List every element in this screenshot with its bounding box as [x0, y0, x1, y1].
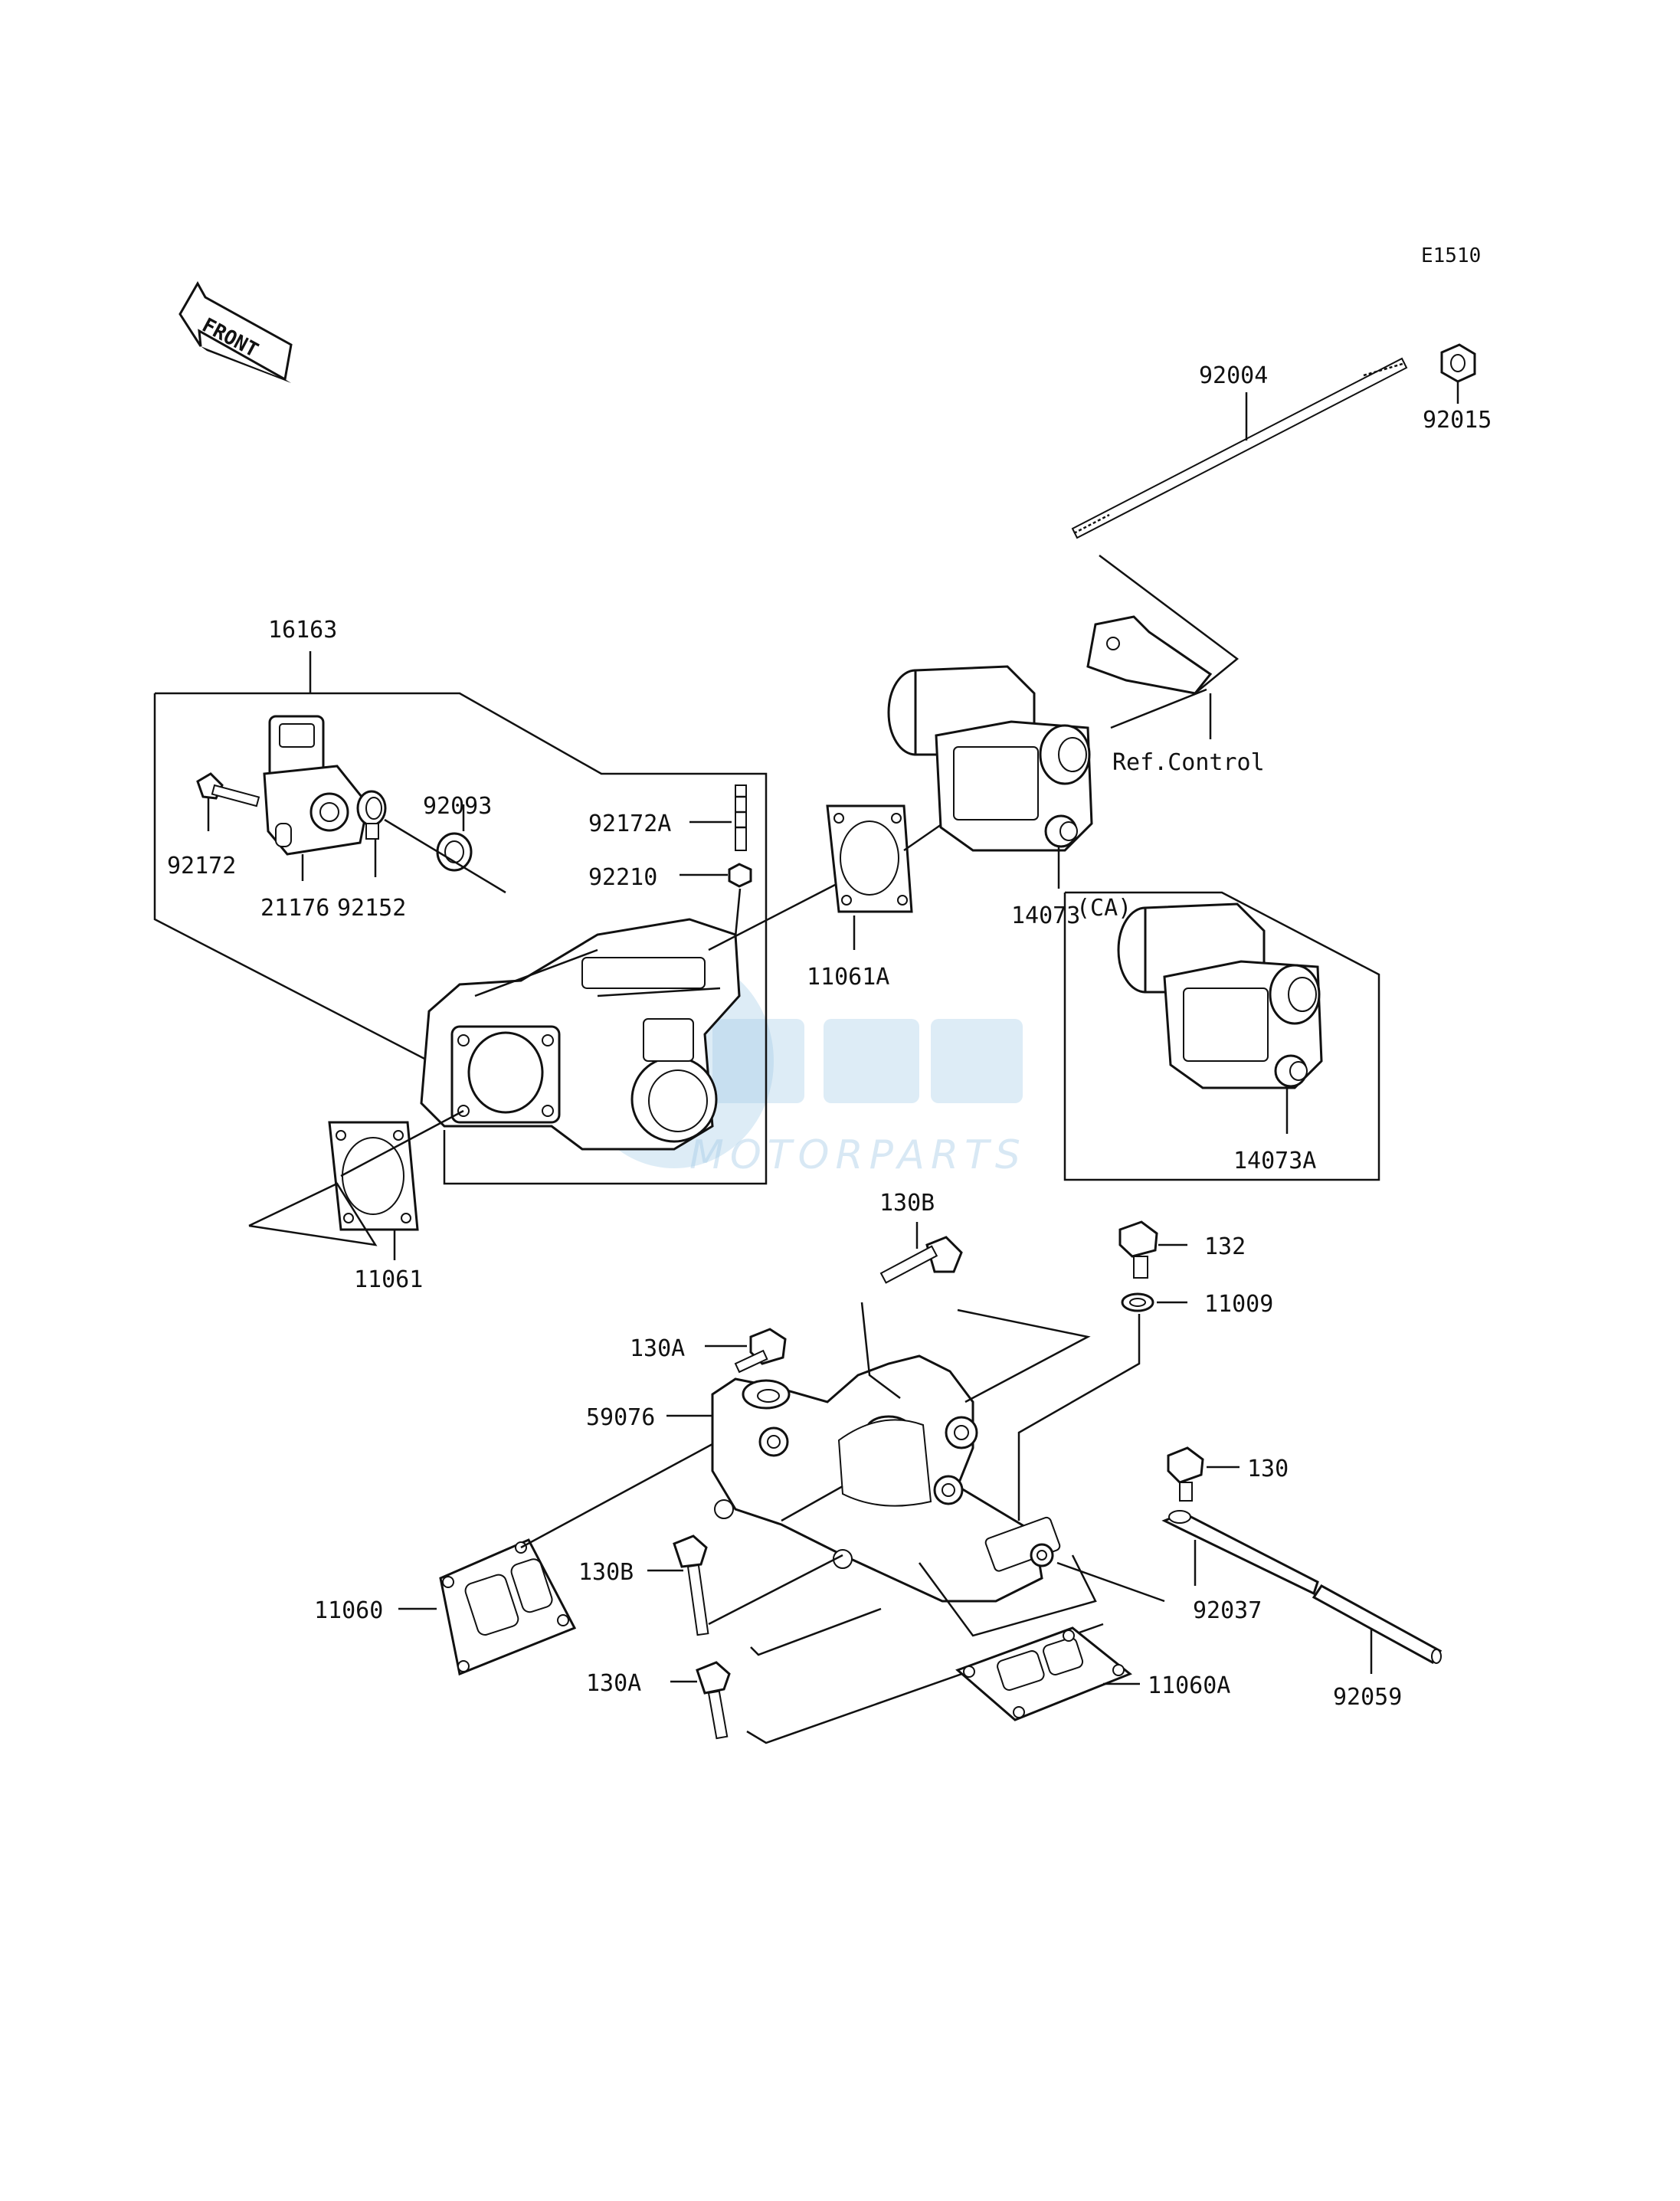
leader-manifold-v2	[957, 1308, 1091, 1403]
label-11060A[interactable]: 11060A	[1148, 1672, 1230, 1699]
label-11061A[interactable]: 11061A	[807, 964, 889, 991]
label-92093[interactable]: 92093	[423, 793, 492, 820]
label-92172A[interactable]: 92172A	[588, 811, 671, 837]
label-130[interactable]: 130	[1247, 1456, 1289, 1482]
leader-manifold-right	[1056, 1561, 1165, 1603]
label-11061[interactable]: 11061	[354, 1266, 423, 1293]
leader-axis-130B-low-2	[750, 1607, 882, 1656]
diagram-code: E1510	[1421, 244, 1481, 267]
leader-ref-bracket	[1110, 688, 1207, 729]
intake-joint-14073A[interactable]	[1117, 902, 1323, 1089]
label-130B-low[interactable]: 130B	[578, 1559, 634, 1586]
oring-92093[interactable]	[436, 832, 473, 872]
throttle-sensor-21176[interactable]	[263, 715, 369, 856]
pipe-92059[interactable]	[1312, 1584, 1443, 1664]
leader-axis-gasket	[340, 1109, 464, 1177]
front-arrow-icon: FRONT	[178, 280, 293, 383]
label-92172[interactable]: 92172	[167, 853, 236, 879]
label-130A-low[interactable]: 130A	[586, 1670, 641, 1697]
gasket-11061A[interactable]	[826, 804, 913, 913]
stud-bolt-92004[interactable]	[1071, 357, 1408, 539]
bolt-130B-low[interactable]	[673, 1534, 709, 1636]
gasket-11060A[interactable]	[955, 1626, 1132, 1721]
bolt-130A-low[interactable]	[696, 1661, 731, 1740]
screw-92172A[interactable]	[735, 784, 747, 851]
ref-control-label[interactable]: Ref.Control	[1112, 749, 1265, 776]
throttle-body[interactable]	[420, 918, 741, 1151]
label-92152[interactable]: 92152	[337, 895, 406, 922]
label-132[interactable]: 132	[1204, 1233, 1246, 1260]
label-14073[interactable]: 14073	[1011, 902, 1080, 929]
control-bracket	[1086, 555, 1240, 695]
leader-11009-down	[1017, 1314, 1141, 1521]
leader-axis-1	[708, 883, 836, 951]
leader-11061-v	[248, 1182, 378, 1246]
ca-variant-frame	[1063, 891, 1380, 1181]
bolt-130A-top[interactable]	[734, 1328, 787, 1374]
label-59076[interactable]: 59076	[586, 1404, 655, 1431]
label-16163[interactable]: 16163	[268, 617, 337, 644]
washer-11009[interactable]	[1121, 1292, 1154, 1312]
label-130A-top[interactable]: 130A	[630, 1335, 685, 1362]
bolt-132[interactable]	[1118, 1220, 1158, 1279]
clip-92152[interactable]	[356, 790, 387, 840]
label-92037[interactable]: 92037	[1193, 1597, 1262, 1624]
leader-manifold-base	[918, 1554, 1097, 1637]
screw-92172[interactable]	[196, 772, 260, 807]
label-130B-top[interactable]: 130B	[879, 1190, 935, 1217]
leader-sensor-axis	[384, 818, 506, 894]
intake-manifold-59076[interactable]	[711, 1354, 1061, 1603]
watermark-subtext: MOTORPARTS	[689, 1132, 1027, 1178]
label-92015[interactable]: 92015	[1423, 407, 1492, 434]
gasket-11060[interactable]	[439, 1538, 577, 1676]
ca-variant-label: (CA)	[1076, 895, 1131, 922]
label-14073A[interactable]: 14073A	[1233, 1148, 1316, 1174]
bolt-130[interactable]	[1167, 1446, 1204, 1502]
gasket-11061[interactable]	[328, 1121, 419, 1231]
label-21176[interactable]: 21176	[260, 895, 329, 922]
bolt-130B-top[interactable]	[879, 1236, 963, 1284]
assembly-frame-16163	[155, 692, 768, 1185]
label-11060[interactable]: 11060	[314, 1597, 383, 1624]
label-92210[interactable]: 92210	[588, 864, 657, 891]
leader-axis-11060	[520, 1443, 713, 1549]
nut-92015[interactable]	[1440, 343, 1476, 383]
nut-92210[interactable]	[728, 863, 752, 888]
intake-joint-14073[interactable]	[887, 665, 1093, 852]
label-92059[interactable]: 92059	[1333, 1684, 1402, 1711]
label-92004[interactable]: 92004	[1199, 362, 1268, 389]
leader-manifold-v1	[860, 1302, 901, 1399]
leader-axis-130B-low	[708, 1554, 843, 1626]
assembly-frame-left	[153, 693, 430, 1063]
plate-92037[interactable]	[1161, 1510, 1319, 1596]
label-11009[interactable]: 11009	[1204, 1291, 1273, 1318]
